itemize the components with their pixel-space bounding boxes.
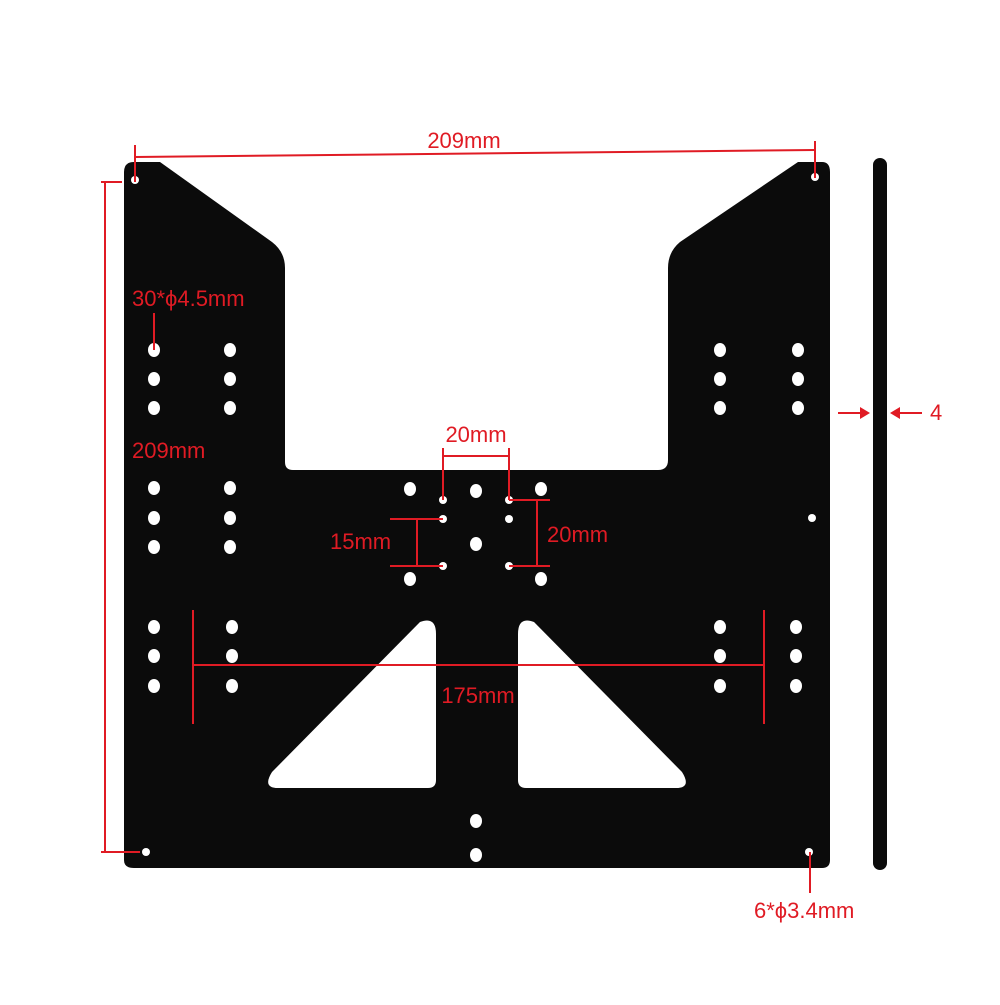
label-center-height-left: 15mm xyxy=(330,529,391,554)
hole-small xyxy=(505,515,513,523)
label-side-height: 209mm xyxy=(132,438,205,463)
hole-large xyxy=(470,484,482,498)
hole-large xyxy=(148,401,160,415)
hole-large xyxy=(148,540,160,554)
large-holes xyxy=(148,343,804,862)
triangle-cutout-right xyxy=(518,620,686,788)
hole-small xyxy=(808,514,816,522)
hole-large xyxy=(148,511,160,525)
hole-large xyxy=(790,649,802,663)
hole-large xyxy=(470,848,482,862)
hole-large xyxy=(792,372,804,386)
hole-large xyxy=(224,401,236,415)
hole-large xyxy=(714,401,726,415)
hole-large xyxy=(226,620,238,634)
hole-large xyxy=(535,572,547,586)
label-hole-small: 6*ϕ3.4mm xyxy=(754,898,854,923)
triangle-cutout-left xyxy=(268,620,436,788)
hole-large xyxy=(714,343,726,357)
label-thickness: 4 xyxy=(930,400,942,425)
hole-large xyxy=(714,620,726,634)
hole-large xyxy=(792,401,804,415)
hole-large xyxy=(470,814,482,828)
plate-side-profile xyxy=(873,158,887,870)
hole-large xyxy=(148,620,160,634)
hole-large xyxy=(226,649,238,663)
hole-large xyxy=(792,343,804,357)
hole-large xyxy=(148,372,160,386)
hole-large xyxy=(224,481,236,495)
hole-large xyxy=(790,620,802,634)
hole-large xyxy=(714,679,726,693)
dimension-lines xyxy=(101,141,922,893)
hole-large xyxy=(404,572,416,586)
hole-small xyxy=(142,848,150,856)
label-center-width: 20mm xyxy=(445,422,506,447)
hole-large xyxy=(224,343,236,357)
hole-large xyxy=(790,679,802,693)
hole-large xyxy=(470,537,482,551)
hole-large xyxy=(226,679,238,693)
hole-large xyxy=(714,372,726,386)
hole-large xyxy=(224,540,236,554)
label-hole-large: 30*ϕ4.5mm xyxy=(132,286,245,311)
hole-large xyxy=(148,679,160,693)
plate-body xyxy=(124,162,830,868)
hole-large xyxy=(148,481,160,495)
dimension-labels: 209mm 30*ϕ4.5mm 209mm 20mm 15mm 20mm 175… xyxy=(132,128,942,923)
hole-large xyxy=(224,511,236,525)
hole-large xyxy=(224,372,236,386)
label-center-height-right: 20mm xyxy=(547,522,608,547)
label-top-width: 209mm xyxy=(427,128,500,153)
label-bottom-width: 175mm xyxy=(441,683,514,708)
hole-large xyxy=(535,482,547,496)
hole-large xyxy=(404,482,416,496)
hole-large xyxy=(148,649,160,663)
hole-large xyxy=(714,649,726,663)
dimension-arrowheads xyxy=(860,407,900,419)
